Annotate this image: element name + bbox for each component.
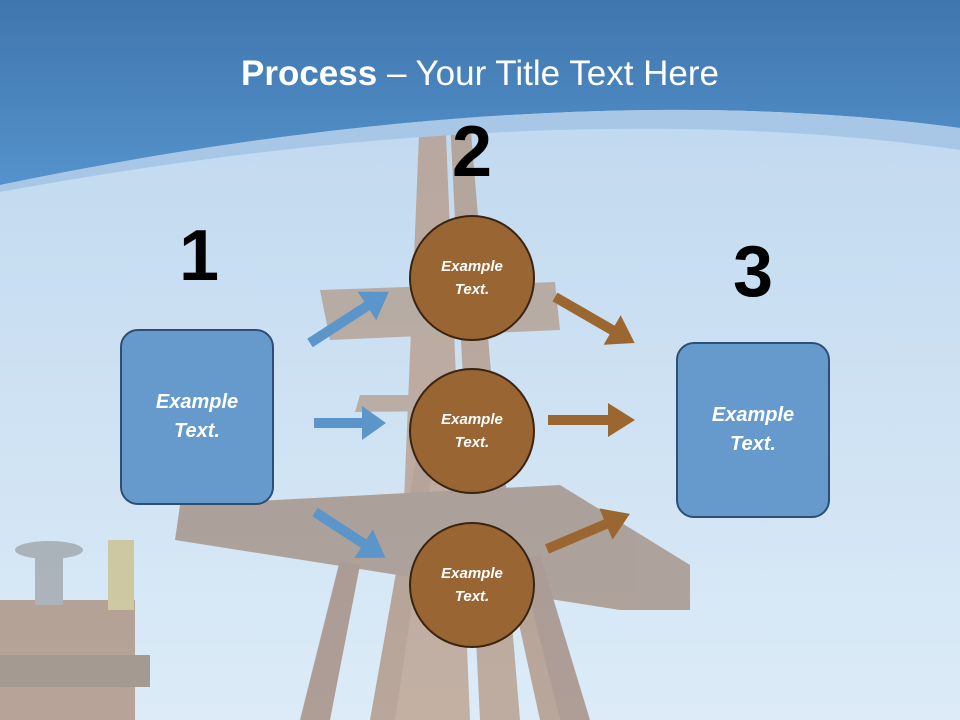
- header-band: [0, 0, 960, 185]
- step-2-circle-middle: Example Text.: [409, 368, 535, 494]
- slide-title: Process – Your Title Text Here: [0, 52, 960, 96]
- step-number-1: 1: [178, 216, 220, 296]
- left-arrows: [307, 291, 389, 558]
- arrow-down-right: [312, 507, 386, 558]
- step-1-box: Example Text.: [120, 329, 274, 505]
- title-bold: Process: [241, 54, 378, 93]
- right-arrows: [545, 292, 635, 554]
- arrow-right: [314, 406, 386, 440]
- arrow-right: [548, 403, 635, 437]
- header-swoosh: [0, 109, 960, 192]
- arrow-up-right: [307, 291, 389, 348]
- step-number-3: 3: [732, 232, 774, 312]
- step-2-circle-top: Example Text.: [409, 215, 535, 341]
- title-rest: – Your Title Text Here: [377, 54, 719, 93]
- step-3-box: Example Text.: [676, 342, 830, 518]
- arrow-down-right: [552, 292, 635, 345]
- step-2-circle-bottom: Example Text.: [409, 522, 535, 648]
- step-number-2: 2: [451, 112, 493, 192]
- arrow-up-right: [545, 508, 630, 554]
